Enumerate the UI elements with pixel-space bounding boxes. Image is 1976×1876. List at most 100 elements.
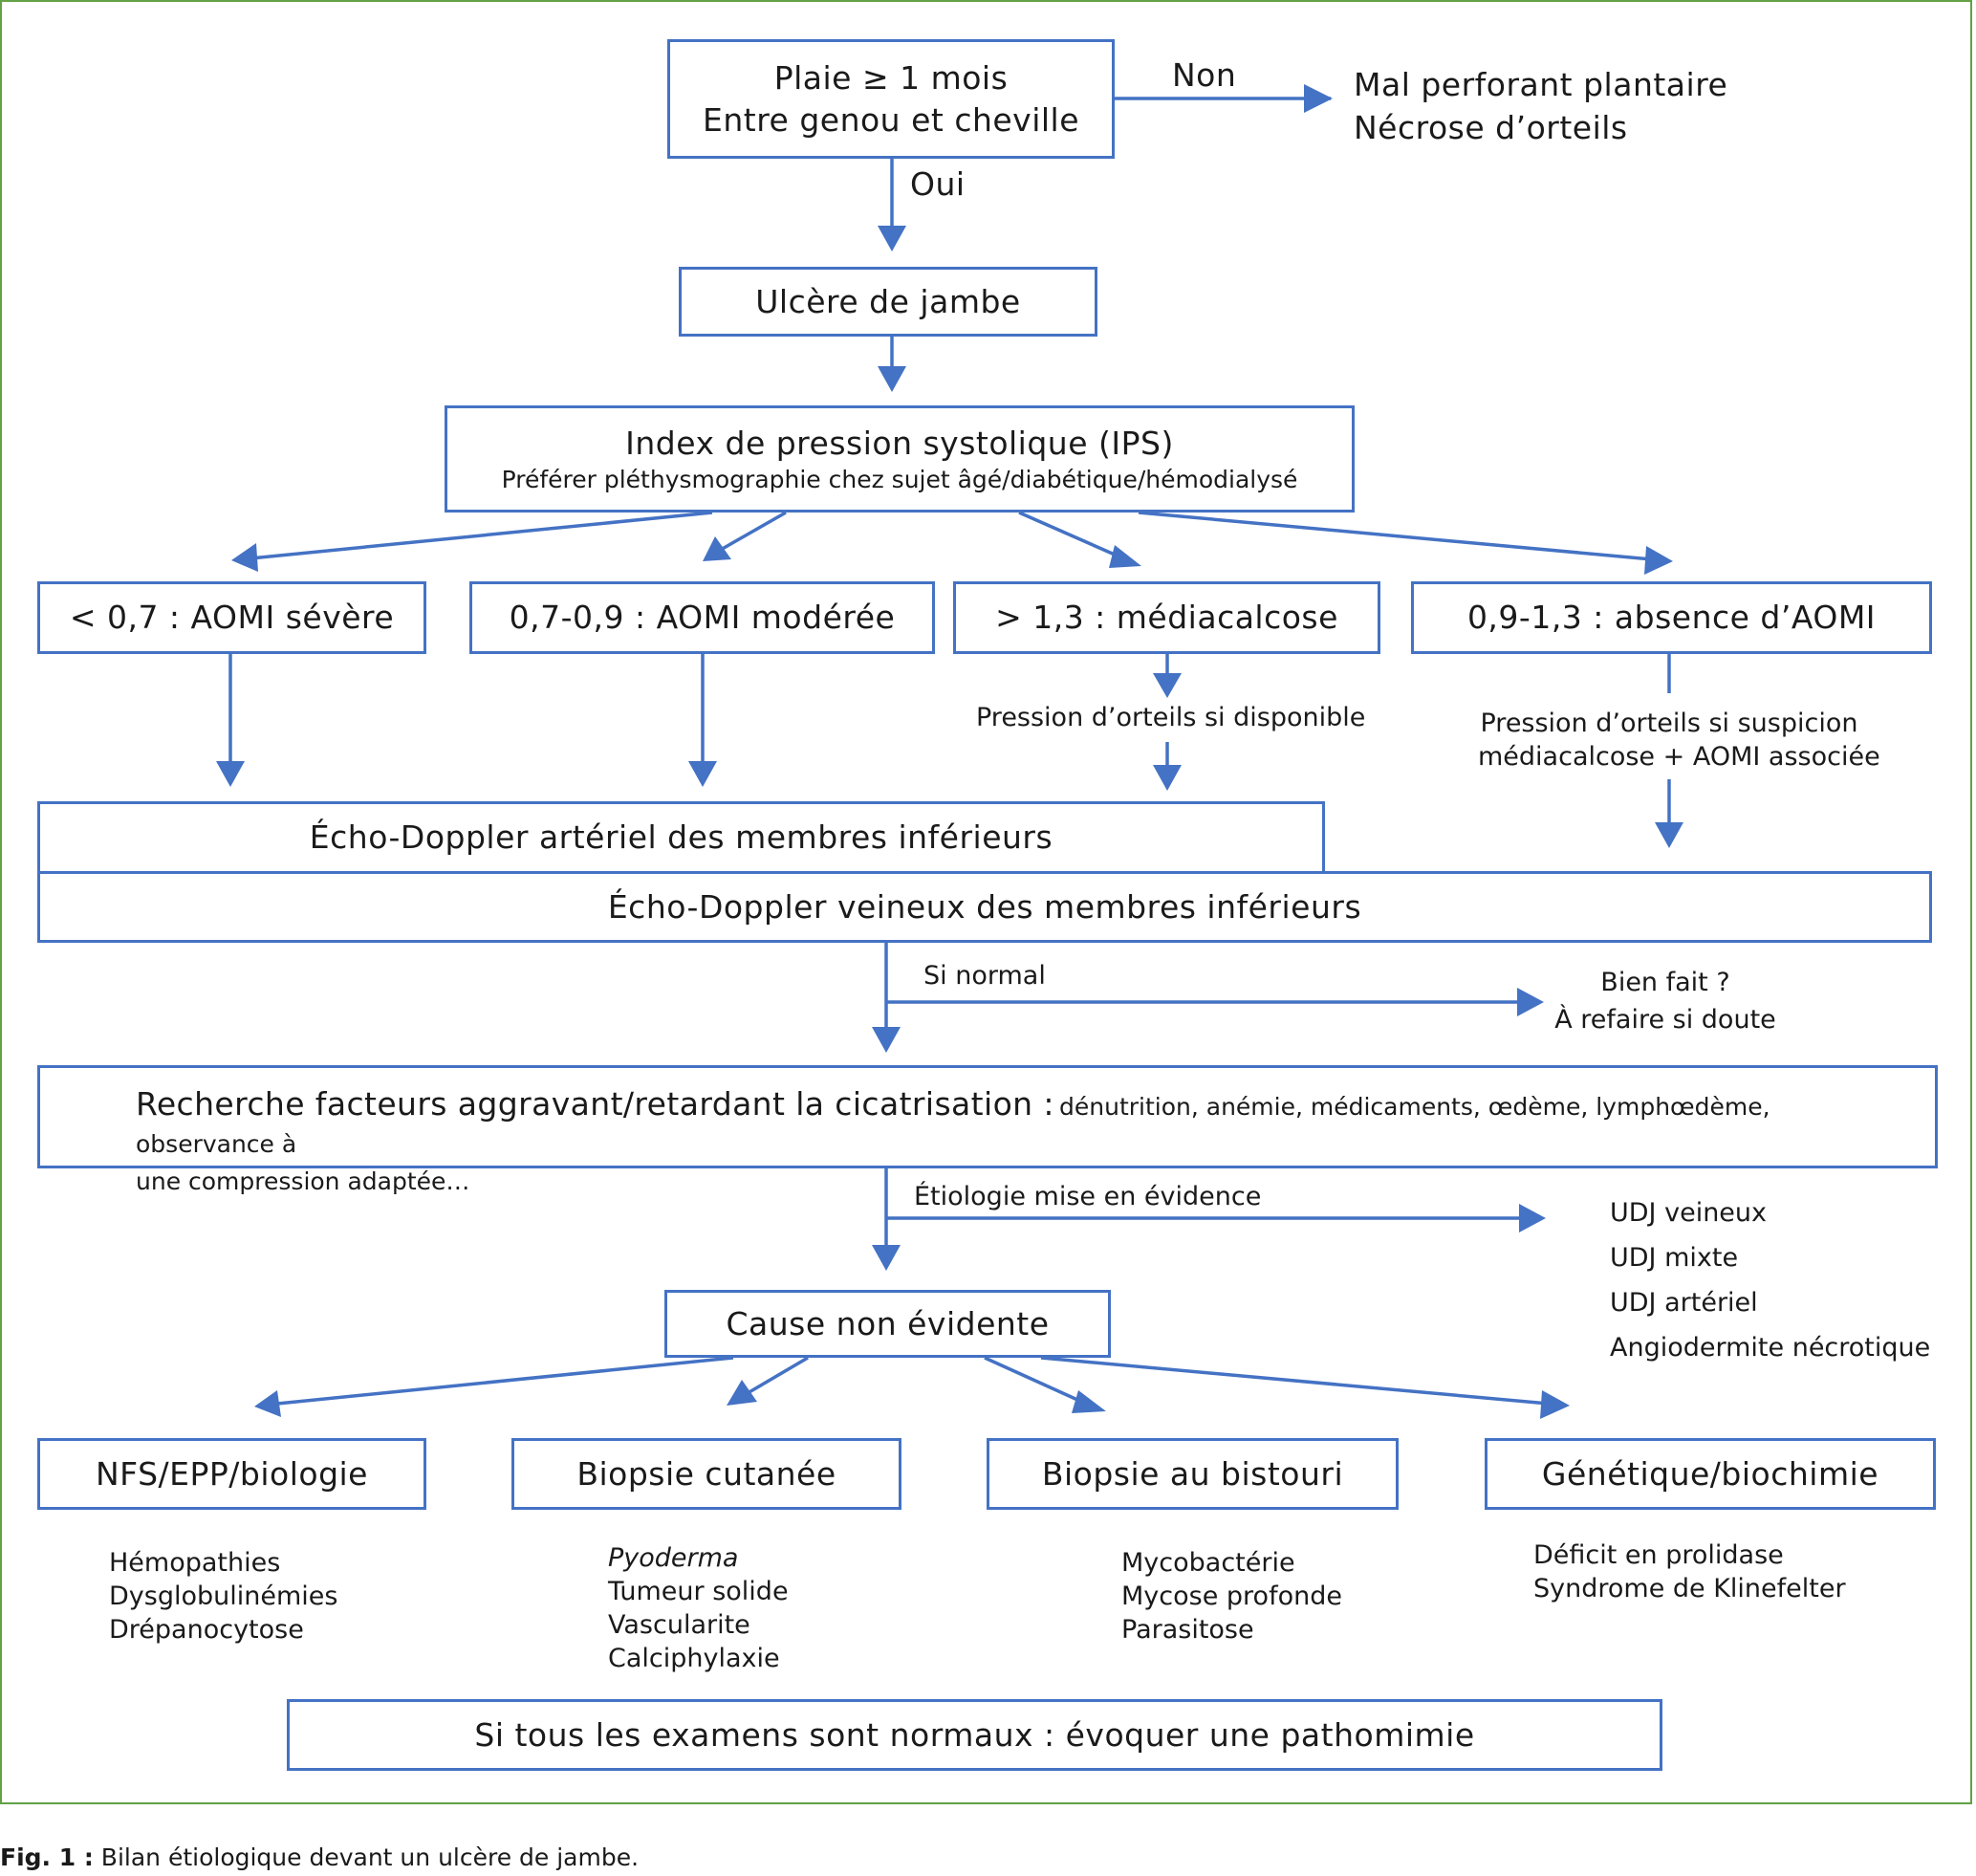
test-skin-biopsy-label: Biopsie cutanée (576, 1454, 836, 1493)
factors-lead: Recherche facteurs aggravant/retardant l… (136, 1085, 1054, 1123)
arrow-ips-to-severe (250, 511, 713, 560)
list-item: Dysglobulinémies (109, 1582, 338, 1611)
arrowhead (1540, 1390, 1570, 1419)
ips-title: Index de pression systolique (IPS) (625, 425, 1174, 462)
box-cause-unclear: Cause non évidente (664, 1290, 1111, 1358)
etiology-found-label: Étiologie mise en évidence (914, 1182, 1262, 1211)
redo-line2: À refaire si doute (1554, 1005, 1776, 1035)
arrowhead (231, 543, 258, 572)
box-ips-moderate: 0,7-0,9 : AOMI modérée (469, 581, 935, 654)
ips-note: Préférer pléthysmographie chez sujet âgé… (501, 466, 1298, 493)
list-item: Calciphylaxie (608, 1644, 780, 1673)
arrow-ips-to-moderate (718, 511, 787, 553)
box-ips-severe: < 0,7 : AOMI sévère (37, 581, 426, 654)
no-branch-line2: Nécrose d’orteils (1354, 109, 1628, 146)
arrowhead (1644, 546, 1673, 575)
box-final: Si tous les examens sont normaux : évoqu… (287, 1699, 1662, 1771)
arrowhead (1153, 765, 1182, 791)
cause-unclear-label: Cause non évidente (726, 1304, 1050, 1342)
arrowhead (703, 536, 731, 561)
arrowhead (216, 761, 245, 787)
toe-pressure-label: Pression d’orteils si disponible (976, 703, 1366, 732)
label-non: Non (1172, 56, 1237, 94)
arrow-cause-to-skin-biopsy (747, 1356, 809, 1395)
arrowhead (727, 1380, 757, 1406)
box-test-genetic: Génétique/biochimie (1485, 1438, 1936, 1510)
box-factors: Recherche facteurs aggravant/retardant l… (37, 1065, 1938, 1195)
list-item: Drépanocytose (109, 1615, 304, 1645)
if-normal-label: Si normal (923, 961, 1046, 991)
box-ips-absence: 0,9-1,3 : absence d’AOMI (1411, 581, 1932, 654)
test-genetic-label: Génétique/biochimie (1541, 1454, 1879, 1493)
redo-line1: Bien fait ? (1600, 968, 1730, 997)
list-item: Déficit en prolidase (1533, 1540, 1784, 1570)
box-test-scalpel-biopsy: Biopsie au bistouri (987, 1438, 1399, 1510)
arrowhead (254, 1390, 281, 1417)
test-scalpel-biopsy-label: Biopsie au bistouri (1041, 1454, 1344, 1493)
list-item: Tumeur solide (608, 1577, 789, 1606)
list-item: Hémopathies (109, 1548, 281, 1578)
list-skin-biopsy: Pyoderma Tumeur solide Vascularite Calci… (608, 1541, 789, 1675)
list-item: Vascularite (608, 1610, 750, 1640)
udj-item: UDJ mixte (1610, 1243, 1739, 1273)
list-item: Parasitose (1121, 1615, 1254, 1645)
udj-list: UDJ veineux UDJ mixte UDJ artériel Angio… (1610, 1190, 1930, 1370)
arrowhead (1304, 84, 1333, 113)
factors-paragraph: Recherche facteurs aggravant/retardant l… (136, 1087, 1878, 1202)
udj-item: Angiodermite nécrotique (1610, 1333, 1931, 1363)
arrowhead (1519, 1204, 1546, 1232)
arrow-cause-to-genetic (1040, 1356, 1550, 1406)
box-doppler-arterial: Écho-Doppler artériel des membres inféri… (37, 801, 1325, 874)
list-item: Mycose profonde (1121, 1582, 1342, 1611)
ulcer-label: Ulcère de jambe (755, 282, 1021, 320)
udj-item: UDJ artériel (1610, 1288, 1758, 1318)
udj-item: UDJ veineux (1610, 1198, 1768, 1228)
arrow-ips-to-absence (1138, 511, 1653, 561)
caption-text: Bilan étiologique devant un ulcère de ja… (100, 1843, 640, 1871)
arrowhead (688, 761, 717, 787)
toe-suspicion-line2: médiacalcose + AOMI associée (1478, 742, 1880, 772)
list-genetic: Déficit en prolidase Syndrome de Klinefe… (1533, 1538, 1846, 1605)
arrow-ips-to-calcosis (1018, 511, 1124, 560)
factors-tail: dénutrition, anémie, médicaments, œdème,… (136, 1093, 1770, 1158)
start-line1: Plaie ≥ 1 mois (773, 58, 1009, 97)
doppler-arterial-label: Écho-Doppler artériel des membres inféri… (309, 818, 1053, 856)
arrowhead (872, 1027, 901, 1053)
ips-severe-label: < 0,7 : AOMI sévère (69, 599, 395, 636)
list-scalpel-biopsy: Mycobactérie Mycose profonde Parasitose (1121, 1546, 1342, 1647)
box-doppler-venous: Écho-Doppler veineux des membres inférie… (37, 871, 1932, 943)
arrowhead (1072, 1390, 1106, 1413)
box-test-skin-biopsy: Biopsie cutanée (511, 1438, 901, 1510)
arrow-cause-to-nfs (276, 1356, 734, 1406)
list-item: Syndrome de Klinefelter (1533, 1574, 1846, 1603)
label-oui: Oui (910, 165, 966, 203)
box-test-nfs: NFS/EPP/biologie (37, 1438, 426, 1510)
arrowhead (878, 366, 906, 392)
box-ips: Index de pression systolique (IPS) Préfé… (445, 405, 1355, 513)
list-item: Pyoderma (608, 1543, 739, 1573)
arrowhead (878, 226, 906, 251)
connector-layer (216, 84, 1683, 1419)
arrowhead (1109, 545, 1141, 568)
no-branch-line1: Mal perforant plantaire (1354, 66, 1728, 103)
caption-label: Fig. 1 : (0, 1843, 94, 1871)
box-ulcer: Ulcère de jambe (679, 267, 1097, 337)
box-start: Plaie ≥ 1 mois Entre genou et cheville (667, 39, 1115, 159)
arrowhead (872, 1245, 901, 1271)
list-nfs: Hémopathies Dysglobulinémies Drépanocyto… (109, 1546, 337, 1647)
figure-frame (0, 0, 1972, 1804)
figure-caption: Fig. 1 : Bilan étiologique devant un ulc… (0, 1843, 639, 1871)
toe-suspicion-line1: Pression d’orteils si suspicion (1480, 709, 1858, 738)
list-item: Mycobactérie (1121, 1548, 1295, 1578)
ips-calcosis-label: > 1,3 : médiacalcose (995, 599, 1338, 636)
box-ips-calcosis: > 1,3 : médiacalcose (953, 581, 1380, 654)
arrow-cause-to-scalpel-biopsy (984, 1356, 1087, 1406)
arrowhead (1153, 673, 1182, 698)
arrowhead (1655, 822, 1683, 848)
factors-tail2: une compression adaptée… (136, 1167, 470, 1195)
doppler-venous-label: Écho-Doppler veineux des membres inférie… (607, 887, 1362, 926)
ips-moderate-label: 0,7-0,9 : AOMI modérée (509, 599, 896, 636)
test-nfs-label: NFS/EPP/biologie (95, 1454, 368, 1493)
start-line2: Entre genou et cheville (702, 100, 1080, 139)
arrowhead (1517, 988, 1544, 1016)
